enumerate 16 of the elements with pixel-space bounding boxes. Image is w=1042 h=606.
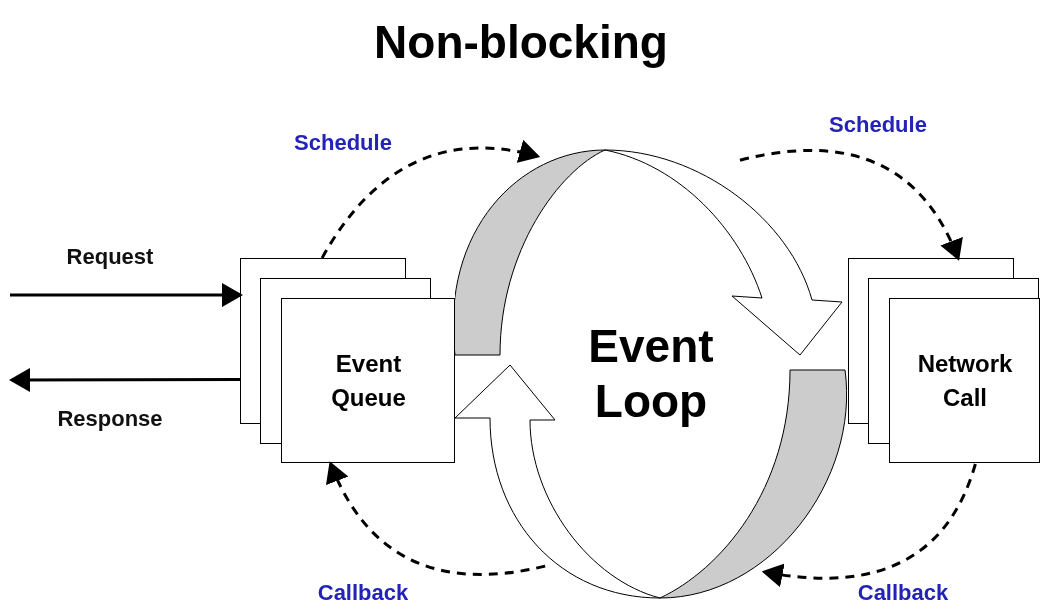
edge-label: Response [57,404,163,433]
edge-label: Callback [857,578,949,606]
dashed-arrow [739,149,962,261]
dashed-arrow [327,461,546,576]
dashed-arrow [320,140,541,259]
edge-label: Request [66,242,154,271]
node-label: Network Call [916,349,1014,413]
edge-label: Schedule [829,110,927,139]
title: Non-blocking [374,15,668,70]
dashed-arrow [761,463,977,587]
edge-label: Callback [317,578,409,606]
arrow [10,283,243,308]
node-label: Event Queue [330,349,407,413]
node-label: Event Loop [587,318,715,429]
edge-label: Schedule [294,128,392,157]
arrow [9,367,240,392]
